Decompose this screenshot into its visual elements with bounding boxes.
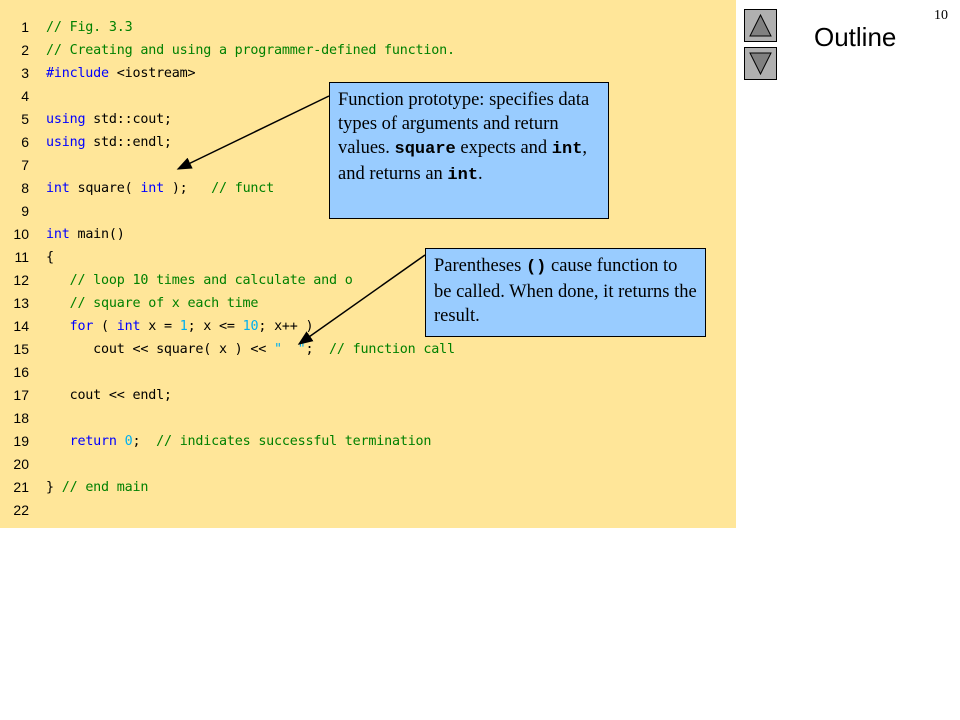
code-token: 1 [179,319,188,334]
line-number: 2 [21,42,29,58]
line-number: 3 [21,65,29,81]
triangle-up-icon [749,13,772,37]
code-token [46,434,70,449]
line-number: 19 [13,433,29,449]
code-token [117,434,125,449]
code-token: std::cout; [85,112,172,127]
line-number: 4 [21,88,29,104]
line-number: 8 [21,180,29,196]
code-token: <iostream> [116,66,196,81]
callout-code: int [551,140,583,159]
code-token: #include [46,66,117,81]
code-text: using std::endl; [46,131,172,154]
line-number: 10 [13,226,29,242]
line-number: 22 [13,502,29,518]
triangle-down-icon [749,52,772,76]
code-token: // funct [211,181,275,196]
code-text: // Creating and using a programmer-defin… [46,39,455,62]
callout-code: int [447,166,479,185]
code-token: ; [305,342,330,357]
line-number: 7 [21,157,29,173]
line-number: 12 [13,272,29,288]
code-token: // loop 10 times and calculate and o [46,273,353,288]
code-token: // square of x each time [46,296,259,311]
callout-text: Parentheses [434,256,526,276]
callout-text: , and returns an [338,138,588,184]
callout-code: () [525,258,547,277]
code-text: using std::cout; [46,108,172,131]
code-token: int [116,319,141,334]
code-token: { [46,250,54,265]
code-text: cout << square( x ) << " "; // function … [46,338,455,361]
code-token [46,319,70,334]
code-token: cout << endl; [46,388,172,403]
code-text: { [46,246,54,269]
code-token: for [69,319,94,334]
code-token: cout << square( x ) << [46,342,274,357]
code-token: using [46,135,86,150]
code-token: // Creating and using a programmer-defin… [46,43,455,58]
code-text: int square( int ); // funct [46,177,274,200]
code-text: for ( int x = 1; x <= 10; x++ ) [46,315,314,338]
callout-text: cause function to be called. When done, … [434,256,697,326]
code-token: int [46,181,70,196]
code-text: int main() [46,223,125,246]
code-token: using [46,112,86,127]
code-text: // square of x each time [46,292,259,315]
code-text: // Fig. 3.3 [46,16,133,39]
line-number: 15 [13,341,29,357]
code-token: int [140,181,164,196]
code-text: // loop 10 times and calculate and o [46,269,353,292]
code-text: #include <iostream> [46,62,196,85]
callout-text: expects and [455,138,552,158]
code-token: return [69,434,117,449]
line-number: 20 [13,456,29,472]
code-token: 10 [242,319,259,334]
code-token: ( [93,319,117,334]
prototype-callout: Function prototype: specifies data types… [329,82,609,219]
code-text: } // end main [46,476,148,499]
callout-code: square [394,140,456,159]
page-number: 10 [934,8,948,23]
line-number: 9 [21,203,29,219]
code-token: // Fig. 3.3 [46,20,133,35]
code-token: square( [69,181,141,196]
code-token: // function call [329,342,455,357]
code-token: std::endl; [85,135,172,150]
line-number: 1 [21,19,29,35]
function-call-callout: Parentheses () cause function to be call… [425,248,706,337]
code-token: " " [274,342,306,357]
outline-link[interactable]: Outline [814,22,897,52]
code-token: ; x <= [187,319,243,334]
line-number: 13 [13,295,29,311]
line-number: 21 [13,479,29,495]
callout-text: Function prototype: specifies data types… [338,90,590,158]
line-number: 17 [13,387,29,403]
code-token: } [46,480,62,495]
line-number: 11 [14,249,29,265]
line-number: 18 [13,410,29,426]
line-number: 14 [13,318,29,334]
code-token: int [46,227,70,242]
next-slide-button[interactable] [744,47,777,80]
code-token: ; x++ ) [258,319,314,334]
code-text: return 0; // indicates successful termin… [46,430,432,453]
line-number: 6 [21,134,29,150]
code-token: main() [69,227,125,242]
code-token: // indicates successful termination [156,434,432,449]
code-token: ; [132,434,157,449]
code-text: cout << endl; [46,384,172,407]
code-token: ); [163,181,212,196]
callout-text: . [478,164,483,184]
code-token: x = [140,319,180,334]
code-token: // end main [61,480,149,495]
code-token: 0 [124,434,133,449]
line-number: 5 [21,111,29,127]
line-number: 16 [13,364,29,380]
prev-slide-button[interactable] [744,9,777,42]
